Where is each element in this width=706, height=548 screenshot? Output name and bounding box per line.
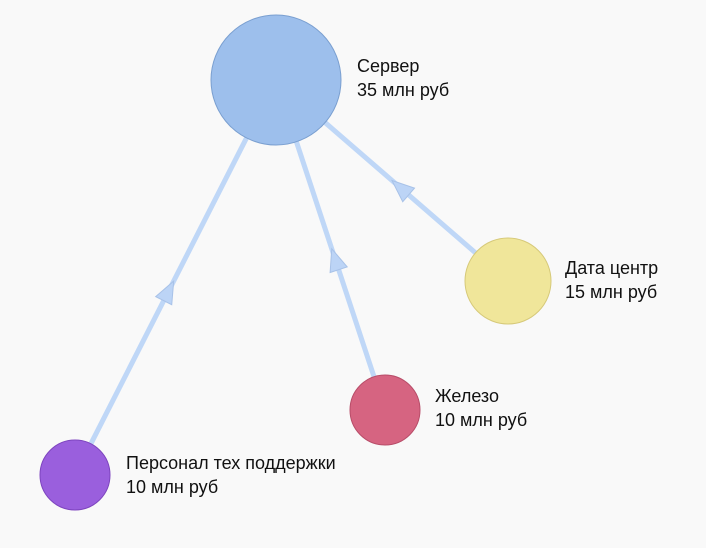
node-value: 15 млн руб [565, 282, 658, 302]
arrow-icon [154, 279, 175, 306]
node-name: Сервер [357, 56, 420, 76]
node-datacenter[interactable] [464, 237, 552, 325]
node-server[interactable] [210, 14, 342, 146]
arrow-icon [329, 247, 349, 274]
node-value: 10 млн руб [435, 410, 528, 430]
node-name: Железо [435, 386, 499, 406]
node-label-hardware: Железо 10 млн руб [435, 384, 527, 432]
arrow-icon [391, 179, 416, 203]
node-name: Дата центр [565, 258, 659, 278]
node-hardware[interactable] [349, 374, 421, 446]
node-label-support: Персонал тех поддержки 10 млн руб [126, 451, 336, 499]
node-name: Персонал тех поддержки [126, 453, 336, 473]
node-value: 35 млн руб [357, 80, 450, 100]
node-label-server: Сервер 35 млн руб [357, 54, 449, 102]
node-value: 10 млн руб [126, 477, 219, 497]
node-support[interactable] [39, 439, 111, 511]
node-label-datacenter: Дата центр 15 млн руб [565, 256, 658, 304]
